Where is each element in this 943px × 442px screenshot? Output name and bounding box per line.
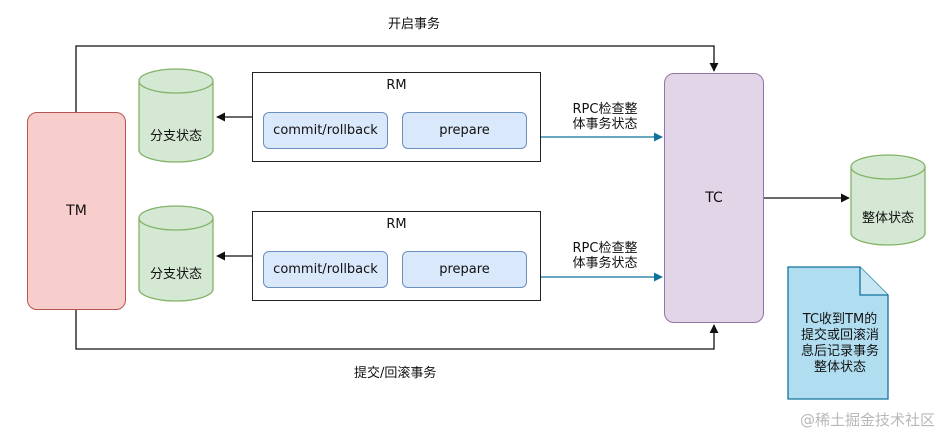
tm-label: TM	[66, 203, 87, 219]
watermark: @稀土掘金技术社区	[799, 411, 935, 429]
tm-node: TM	[27, 112, 126, 310]
note-text: TC收到TM的 提交或回滚消 息后记录事务 整体状态	[790, 312, 890, 376]
rpc-bottom-label-line1: RPC检查整	[572, 241, 638, 256]
rm-bottom-container: RM commit/rollback prepare	[252, 211, 541, 301]
branch-state-cylinder-bottom	[138, 205, 214, 302]
branch-state-bottom-label: 分支状态	[149, 267, 202, 282]
start-transaction-edge	[75, 45, 719, 112]
note-line-3: 息后记录事务	[800, 344, 879, 359]
commit-rollback-label: 提交/回滚事务	[354, 366, 437, 381]
rm-top-container: RM commit/rollback prepare	[252, 72, 541, 162]
global-state-label: 整体状态	[861, 211, 914, 226]
global-state-cylinder	[850, 154, 926, 246]
rpc-top-label: RPC检查整 体事务状态	[562, 102, 648, 132]
commit-rollback-edge	[75, 310, 719, 350]
rpc-top-label-line1: RPC检查整	[572, 102, 638, 117]
rpc-bottom-label: RPC检查整 体事务状态	[562, 241, 648, 271]
rm-bottom-title: RM	[386, 217, 407, 232]
note-fold	[859, 267, 888, 296]
note-line-1: TC收到TM的	[802, 312, 878, 327]
rm-top-commit-rollback: commit/rollback	[263, 112, 388, 149]
rm-top-prepare: prepare	[402, 112, 527, 149]
rm-top-title: RM	[386, 78, 407, 93]
start-transaction-label: 开启事务	[388, 17, 441, 32]
branch-state-top-label: 分支状态	[149, 129, 202, 144]
rm-bottom-commit-rollback: commit/rollback	[263, 251, 388, 288]
tc-node: TC	[664, 73, 764, 323]
note-shape	[787, 266, 889, 400]
note-line-4: 整体状态	[813, 360, 866, 375]
rpc-top-label-line2: 体事务状态	[572, 117, 638, 132]
note-line-2: 提交或回滚消	[800, 328, 879, 343]
rpc-bottom-label-line2: 体事务状态	[572, 256, 638, 271]
branch-state-cylinder-top	[138, 68, 214, 163]
rm-bottom-prepare: prepare	[402, 251, 527, 288]
tc-label: TC	[705, 190, 723, 206]
